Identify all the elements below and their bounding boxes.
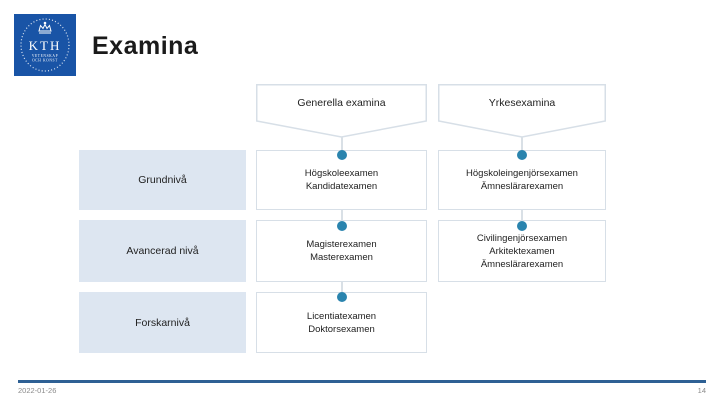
kth-logo: KTH VETENSKAP OCH KONST xyxy=(14,14,76,76)
degree-line: Kandidatexamen xyxy=(305,181,378,192)
connector-dot xyxy=(517,221,527,231)
connector-line xyxy=(340,137,343,154)
degree-line: Magisterexamen xyxy=(306,239,377,250)
pennant-shape xyxy=(438,84,606,138)
degree-line: Doktorsexamen xyxy=(308,323,375,335)
connector-dot xyxy=(336,292,347,302)
connector-line xyxy=(340,210,343,224)
column-header-generella: Generella examina xyxy=(256,84,427,138)
level-label: Avancerad nivå xyxy=(126,245,199,257)
pennant-shape xyxy=(256,84,427,138)
footer-date: 2022-01-26 xyxy=(18,386,57,395)
connector-line xyxy=(521,137,523,154)
degree-line: Högskoleexamen xyxy=(304,168,379,179)
connector-line xyxy=(340,282,343,296)
kth-logo-subtext1: VETENSKAP xyxy=(32,54,58,58)
level-label: Forskarnivå xyxy=(135,316,190,329)
footer-page-number: 14 xyxy=(697,386,706,395)
kth-logo-text: KTH xyxy=(29,38,62,53)
degree-box-generella-grundniva: Högskoleexamen Kandidatexamen xyxy=(256,150,427,210)
column-header-yrkes: Yrkesexamina xyxy=(438,84,606,138)
connector-dot xyxy=(336,150,347,160)
degree-box-generella-forskar: Licentiatexamen Doktorsexamen xyxy=(256,292,427,353)
level-box-grundniva: Grundnivå xyxy=(79,150,246,210)
connector-dot xyxy=(336,221,347,231)
column-header-label: Generella examina xyxy=(297,96,386,109)
level-label: Grundnivå xyxy=(138,174,187,186)
crown-icon xyxy=(38,21,52,34)
degree-line: Högskoleingenjörsexamen xyxy=(466,168,578,179)
connector-line xyxy=(521,210,523,224)
kth-logo-subtext2: OCH KONST xyxy=(32,59,58,63)
degree-line: Licentiatexamen xyxy=(306,310,377,322)
connector-dot xyxy=(517,150,527,160)
degree-line: Civilingenjörsexamen xyxy=(476,232,568,244)
page-title: Examina xyxy=(92,32,199,60)
level-box-avancerad-niva: Avancerad nivå xyxy=(79,220,246,282)
degree-line: Arkitektexamen xyxy=(489,245,555,257)
degree-box-yrkes-avancerad: Civilingenjörsexamen Arkitektexamen Ämne… xyxy=(438,220,606,282)
degree-line: Masterexamen xyxy=(310,252,373,263)
column-header-label: Yrkesexamina xyxy=(488,96,556,109)
degree-box-yrkes-grundniva: Högskoleingenjörsexamen Ämneslärarexamen xyxy=(438,150,606,210)
degree-line: Ämneslärarexamen xyxy=(480,181,564,192)
degree-line: Ämneslärarexamen xyxy=(480,258,564,270)
kth-logo-icon: KTH VETENSKAP OCH KONST xyxy=(14,14,76,76)
footer-divider xyxy=(18,380,706,383)
level-box-forskarniva: Forskarnivå xyxy=(79,292,246,353)
